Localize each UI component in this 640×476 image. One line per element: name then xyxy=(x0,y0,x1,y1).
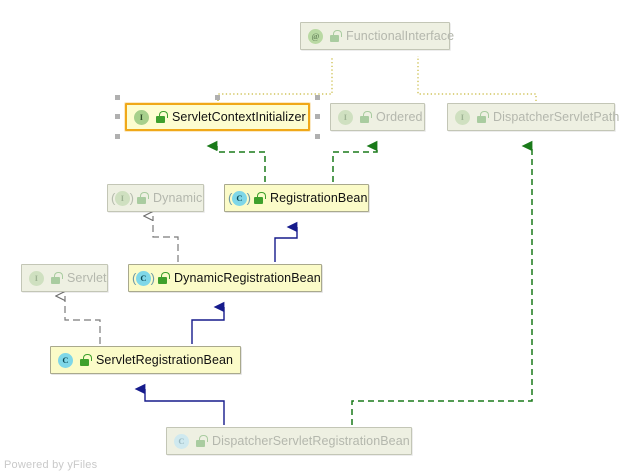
node-label: ServletContextInitializer xyxy=(172,110,306,124)
edge-generalization-dynamicregistrationbean-registrationbean[interactable] xyxy=(274,221,298,262)
node-label: Dynamic xyxy=(153,191,203,205)
node-label: RegistrationBean xyxy=(270,191,368,205)
edge-annotation-dispatcherservletpath[interactable] xyxy=(417,56,537,101)
lock-icon xyxy=(51,272,63,284)
lock-icon xyxy=(137,192,149,204)
selection-handle-sw[interactable] xyxy=(115,134,120,139)
node-dynamic-registration-bean[interactable]: C DynamicRegistrationBean xyxy=(128,264,322,292)
edge-realization-dispatcherservletregistrationbean-dispatcherservletpath[interactable] xyxy=(351,140,533,425)
class-icon: C xyxy=(174,433,189,449)
selection-handle-ne[interactable] xyxy=(315,95,320,100)
lock-icon xyxy=(254,192,266,204)
lock-icon xyxy=(360,111,372,123)
node-registration-bean[interactable]: C RegistrationBean xyxy=(224,184,369,212)
node-ordered[interactable]: I Ordered xyxy=(330,103,425,131)
node-label: ServletRegistrationBean xyxy=(96,353,234,367)
lock-icon xyxy=(156,111,168,123)
selection-handle-e[interactable] xyxy=(315,114,320,119)
node-functional-interface[interactable]: @ FunctionalInterface xyxy=(300,22,454,50)
selection-handle-se[interactable] xyxy=(315,134,320,139)
node-dispatcher-servlet-registration-bean[interactable]: C DispatcherServletRegistrationBean xyxy=(166,427,412,455)
node-servlet[interactable]: I Servlet xyxy=(21,264,108,292)
lock-icon xyxy=(330,30,342,42)
class-icon: C xyxy=(232,190,247,206)
node-dynamic[interactable]: I Dynamic xyxy=(107,184,204,212)
class-icon: C xyxy=(136,270,151,286)
node-label: Ordered xyxy=(376,110,423,124)
selection-handle-n[interactable] xyxy=(215,95,220,100)
node-label: DynamicRegistrationBean xyxy=(174,271,321,285)
edge-dependency-servletregistrationbean-servlet[interactable] xyxy=(65,296,101,344)
interface-icon: I xyxy=(115,190,130,206)
annotation-icon: @ xyxy=(308,28,323,44)
selection-handle-nw[interactable] xyxy=(115,95,120,100)
lock-icon xyxy=(196,435,208,447)
node-label: Servlet xyxy=(67,271,107,285)
edge-realization-registrationbean-servletcontextinitializer[interactable] xyxy=(206,140,266,182)
node-label: DispatcherServletPath xyxy=(493,110,620,124)
interface-icon: I xyxy=(338,109,353,125)
node-dispatcher-servlet-path[interactable]: I DispatcherServletPath xyxy=(447,103,619,131)
interface-icon: I xyxy=(134,109,149,125)
edge-generalization-dispatcherservletregistrationbean-servletregistrationbean[interactable] xyxy=(134,383,225,425)
lock-icon xyxy=(80,354,92,366)
edge-realization-registrationbean-ordered[interactable] xyxy=(332,140,378,182)
lock-icon xyxy=(158,272,170,284)
edge-generalization-servletregistrationbean-dynamicregistrationbean[interactable] xyxy=(191,301,225,344)
interface-icon: I xyxy=(455,109,470,125)
node-servlet-registration-bean[interactable]: C ServletRegistrationBean xyxy=(50,346,241,374)
selection-handle-w[interactable] xyxy=(115,114,120,119)
node-servlet-context-initializer[interactable]: I ServletContextInitializer xyxy=(125,103,310,131)
edge-dependency-dynamicregistrationbean-dynamic[interactable] xyxy=(153,216,179,262)
interface-icon: I xyxy=(29,270,44,286)
class-icon: C xyxy=(58,352,73,368)
node-label: FunctionalInterface xyxy=(346,29,455,43)
node-label: DispatcherServletRegistrationBean xyxy=(212,434,410,448)
yfiles-watermark: Powered by yFiles xyxy=(4,459,98,471)
lock-icon xyxy=(477,111,489,123)
